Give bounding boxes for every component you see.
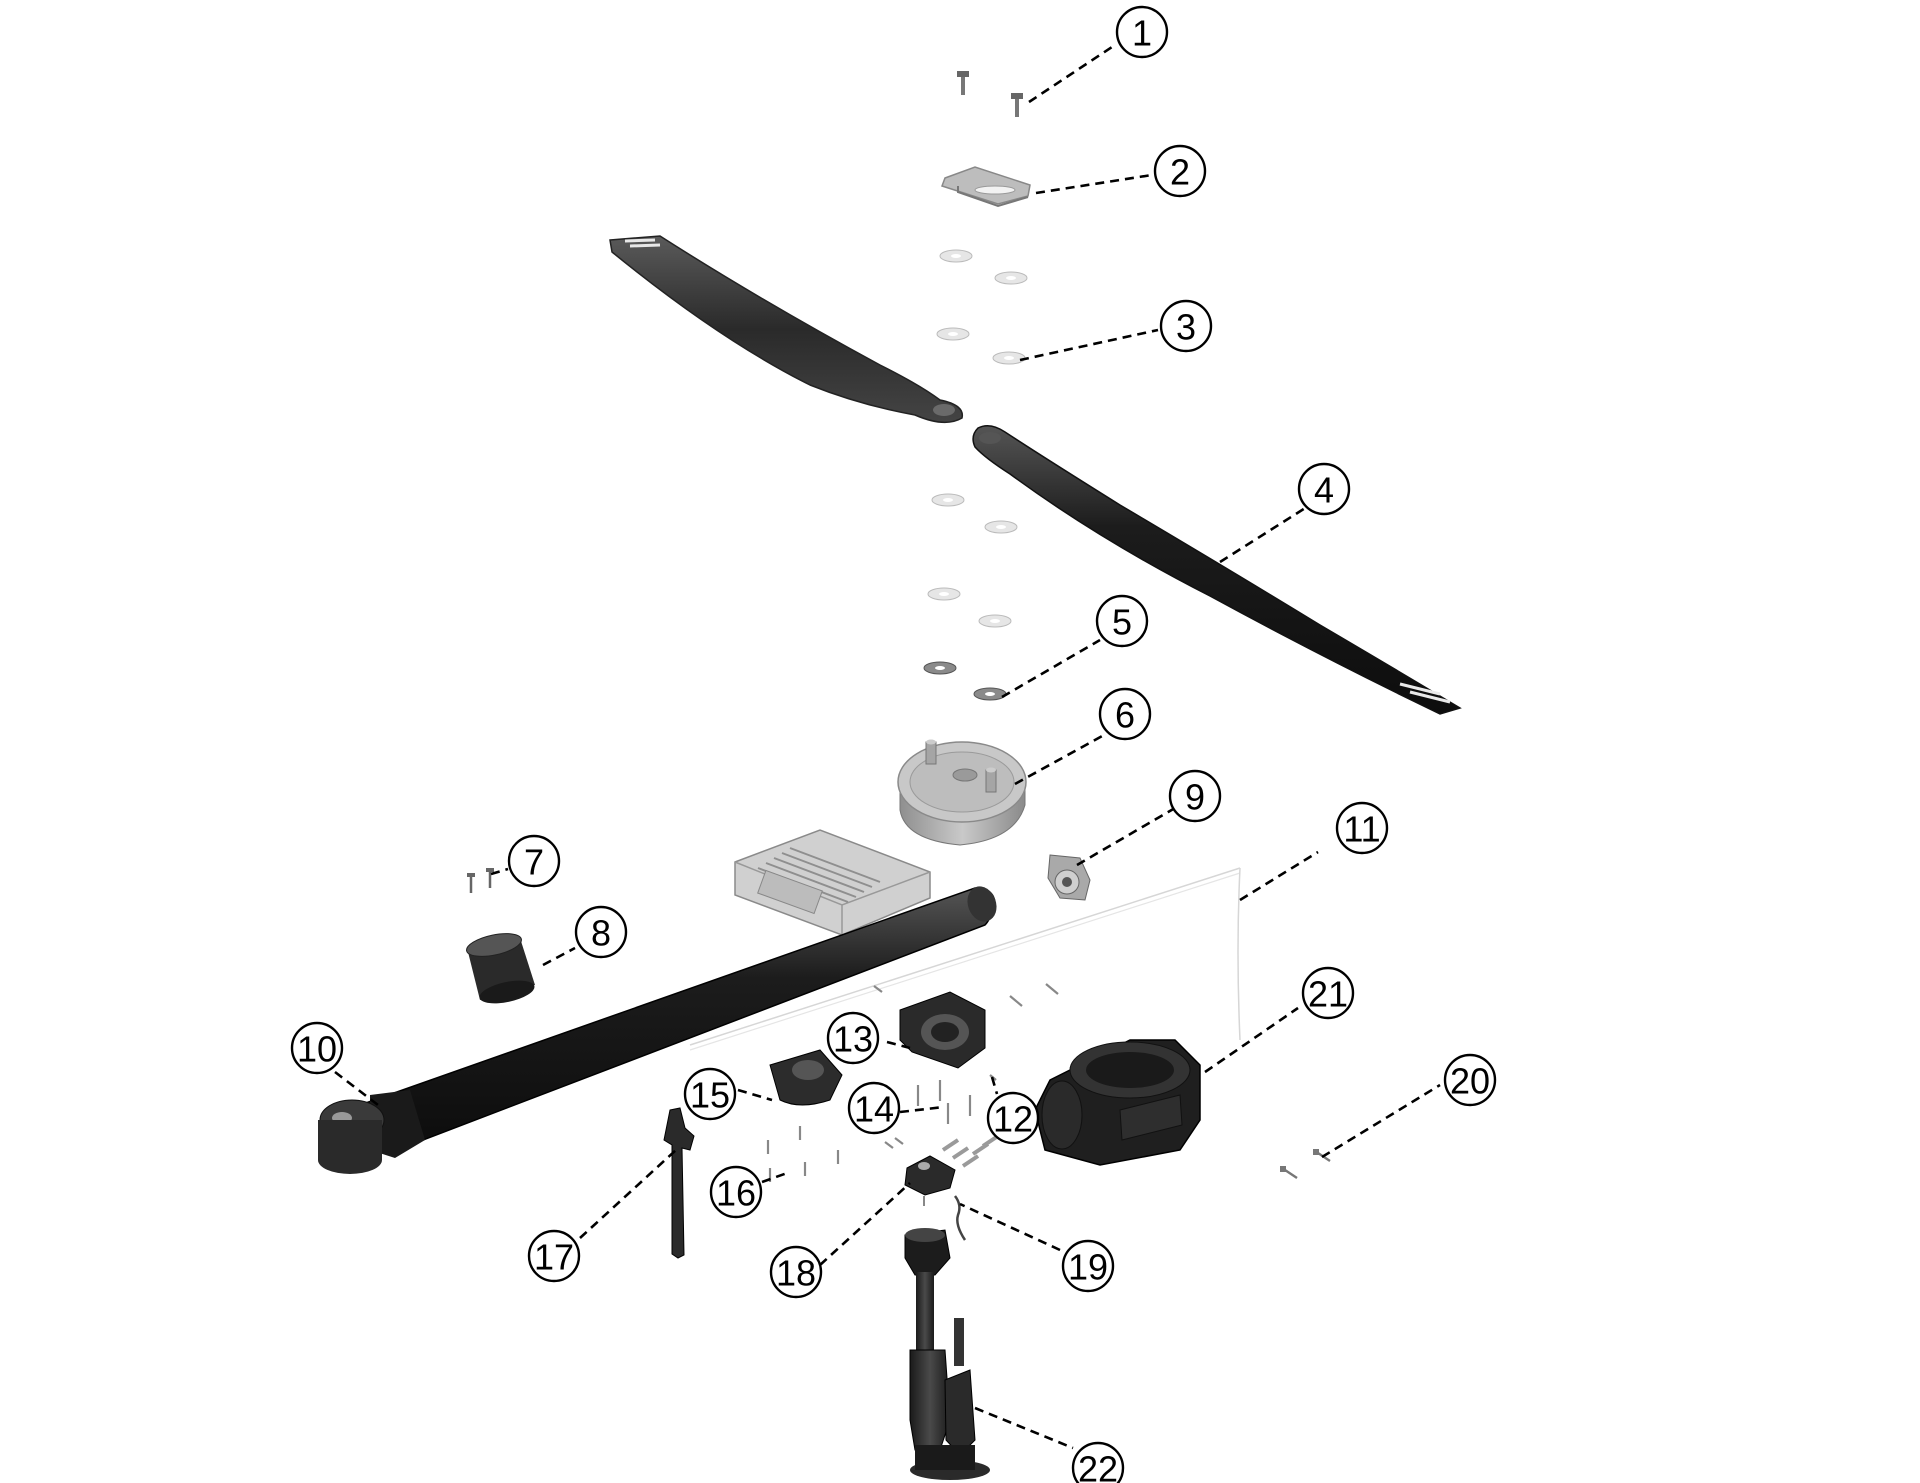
callout-4: 4 — [1297, 462, 1351, 516]
callout-14: 14 — [847, 1081, 901, 1135]
bracket-screws — [766, 983, 1059, 1182]
sleeve — [466, 933, 535, 1004]
callout-label: 8 — [591, 913, 611, 954]
callout-7: 7 — [507, 834, 561, 888]
landing-leg — [904, 1228, 990, 1480]
callout-15: 15 — [683, 1067, 737, 1121]
clip — [904, 1155, 956, 1206]
callout-17: 17 — [527, 1229, 581, 1283]
propeller-clamp-plate — [941, 166, 1031, 208]
callout-balloons: 1 2 3 4 5 6 7 8 — [290, 5, 1497, 1483]
callout-label: 16 — [716, 1173, 756, 1214]
callout-label: 6 — [1115, 695, 1135, 736]
right-screws — [1280, 1149, 1331, 1179]
callout-5: 5 — [1095, 594, 1149, 648]
callout-6: 6 — [1098, 687, 1152, 741]
lower-washers — [923, 493, 1018, 701]
leader-lines — [334, 43, 1441, 1450]
wire — [953, 1195, 967, 1241]
arm-tube — [318, 886, 997, 1174]
callout-12: 12 — [986, 1091, 1040, 1145]
callout-16: 16 — [709, 1165, 763, 1219]
propeller-blade-lower — [972, 425, 1462, 715]
callout-10: 10 — [290, 1021, 344, 1075]
esc-heatsink — [734, 829, 931, 936]
callout-label: 15 — [690, 1075, 730, 1116]
callout-21: 21 — [1301, 966, 1355, 1020]
callout-label: 19 — [1068, 1247, 1108, 1288]
callout-label: 5 — [1112, 602, 1132, 643]
callout-11: 11 — [1335, 801, 1389, 855]
callout-label: 7 — [524, 842, 544, 883]
arm-joint-housing — [1034, 1039, 1201, 1166]
callout-label: 12 — [993, 1099, 1033, 1140]
small-screws — [467, 868, 494, 893]
mount-bracket — [899, 991, 986, 1069]
upper-washers — [936, 249, 1028, 365]
callout-label: 2 — [1170, 152, 1190, 193]
callout-22: 22 — [1071, 1441, 1125, 1483]
cable — [689, 867, 1241, 1051]
callout-label: 18 — [776, 1253, 816, 1294]
top-screws — [957, 71, 1023, 117]
callout-label: 10 — [297, 1029, 337, 1070]
callout-label: 9 — [1185, 777, 1205, 818]
wrench — [663, 1107, 695, 1259]
callout-18: 18 — [769, 1245, 823, 1299]
callout-1: 1 — [1115, 5, 1169, 59]
callout-13: 13 — [826, 1011, 880, 1065]
callout-label: 3 — [1176, 307, 1196, 348]
connector — [1047, 854, 1091, 901]
clamp — [769, 1049, 843, 1106]
callout-2: 2 — [1153, 144, 1207, 198]
callout-label: 1 — [1132, 13, 1152, 54]
callout-label: 14 — [854, 1089, 894, 1130]
callout-label: 13 — [833, 1019, 873, 1060]
propeller-blade-upper — [609, 235, 964, 424]
thick-screws — [941, 1134, 1000, 1168]
callout-label: 11 — [1343, 809, 1380, 850]
callout-20: 20 — [1443, 1053, 1497, 1107]
callout-19: 19 — [1061, 1239, 1115, 1293]
callout-label: 21 — [1308, 974, 1348, 1015]
callout-label: 22 — [1078, 1449, 1118, 1483]
callout-label: 4 — [1314, 470, 1334, 511]
callout-8: 8 — [574, 905, 628, 959]
callout-9: 9 — [1168, 769, 1222, 823]
callout-label: 17 — [534, 1237, 574, 1278]
motor — [897, 739, 1027, 846]
callout-3: 3 — [1159, 299, 1213, 353]
callout-label: 20 — [1450, 1061, 1490, 1102]
